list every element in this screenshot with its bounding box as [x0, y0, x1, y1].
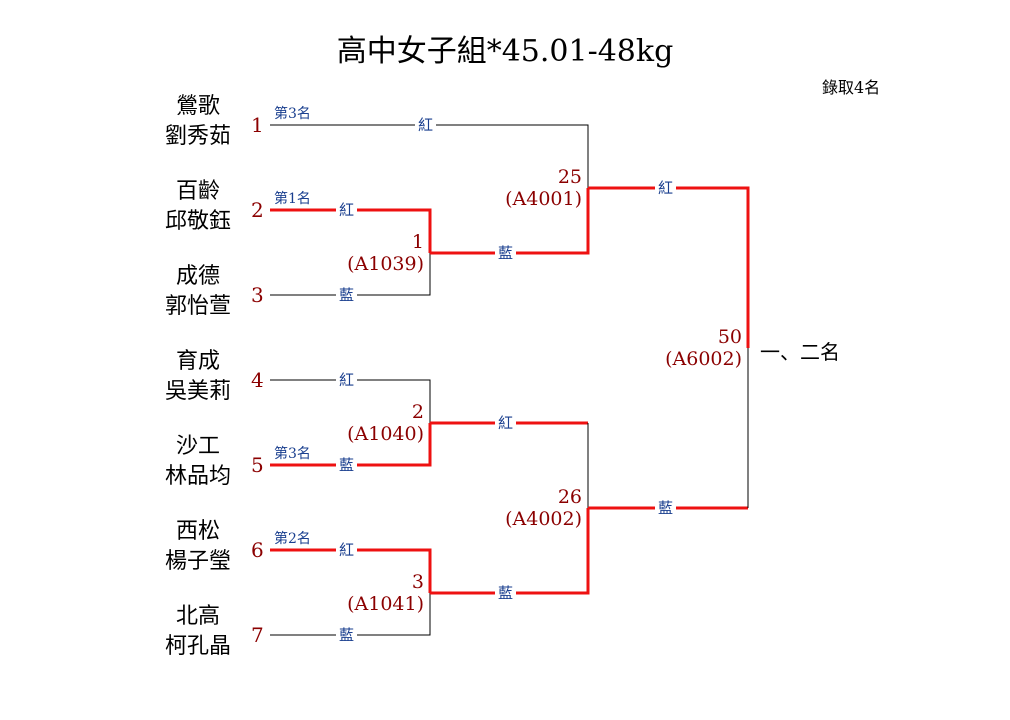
seed-number: 5: [251, 453, 264, 477]
line-entry-7: [270, 593, 431, 636]
line-match-25-out: [588, 186, 750, 348]
seed-number: 4: [251, 368, 264, 392]
team-name: 郭怡萱: [164, 294, 231, 319]
match-number: 25: [557, 166, 582, 188]
match-code: (A1040): [347, 423, 424, 445]
corner-red: 紅: [336, 541, 358, 559]
corner-red: 紅: [336, 371, 358, 389]
corner-red: 紅: [495, 414, 517, 432]
team-school: 百齡: [175, 179, 220, 204]
match-25-label: 25 (A4001): [478, 166, 582, 210]
match-code: (A1041): [347, 593, 424, 615]
line-entry-2: [270, 208, 432, 253]
team-name: 楊子瑩: [164, 549, 231, 574]
seed-number: 6: [251, 538, 264, 562]
final-placement-label: 一、二名: [760, 340, 840, 364]
line-entry-5: [270, 423, 432, 467]
team-school: 沙工: [175, 434, 220, 459]
team-name: 林品均: [164, 464, 231, 489]
match-3-label: 3 (A1041): [320, 571, 424, 615]
corner-blue: 藍: [336, 626, 358, 644]
team-name: 吳美莉: [164, 379, 231, 404]
team-school: 成德: [175, 264, 220, 289]
line-match-1-out: [430, 188, 590, 255]
team-name: 柯孔晶: [164, 634, 231, 659]
team-school: 育成: [175, 349, 220, 374]
match-code: (A4001): [505, 188, 582, 210]
corner-blue: 藍: [336, 456, 358, 474]
match-number: 1: [411, 231, 424, 253]
seed-number: 3: [251, 283, 264, 307]
team-school: 西松: [175, 519, 220, 544]
seed-number: 7: [251, 623, 264, 647]
match-26-label: 26 (A4002): [478, 486, 582, 530]
match-50-label: 50 (A6002): [638, 326, 742, 370]
quota-label: 錄取4名: [822, 78, 881, 97]
corner-red: 紅: [655, 179, 677, 197]
match-1-label: 1 (A1039): [320, 231, 424, 275]
seed-number: 1: [251, 113, 264, 137]
match-number: 26: [557, 486, 582, 508]
rank-label: 第1名: [274, 191, 311, 207]
match-2-label: 2 (A1040): [320, 401, 424, 445]
rank-label: 第3名: [274, 446, 311, 462]
team-name: 邱敬鈺: [164, 209, 231, 234]
corner-blue: 藍: [495, 244, 517, 262]
corner-blue: 藍: [655, 499, 677, 517]
team-name: 劉秀茹: [164, 124, 231, 149]
corner-red: 紅: [336, 201, 358, 219]
line-entry-6: [270, 548, 432, 593]
match-number: 3: [411, 571, 424, 593]
seed-number: 2: [251, 198, 264, 222]
corner-blue: 藍: [336, 286, 358, 304]
corner-red: 紅: [415, 116, 437, 134]
match-number: 2: [411, 401, 424, 423]
rank-label: 第3名: [274, 106, 311, 122]
match-code: (A1039): [347, 253, 424, 275]
match-code: (A4002): [505, 508, 582, 530]
team-school: 北高: [175, 604, 220, 629]
match-code: (A6002): [665, 348, 742, 370]
page-title: 高中女子組*45.01-48kg: [336, 34, 674, 69]
rank-label: 第2名: [274, 531, 311, 547]
match-number: 50: [717, 326, 742, 348]
line-entry-1: [270, 124, 589, 188]
corner-blue: 藍: [495, 584, 517, 602]
line-match-3-out: [430, 508, 590, 595]
team-school: 鶯歌: [175, 94, 220, 119]
line-entry-3: [270, 253, 431, 296]
line-entry-4: [270, 379, 431, 423]
